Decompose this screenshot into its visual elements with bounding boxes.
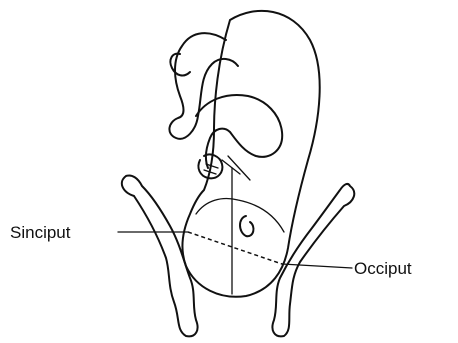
fetal-foot: [170, 54, 190, 76]
fetal-leg: [169, 33, 238, 139]
occiput-label: Occiput: [354, 259, 412, 278]
fetal-arm: [196, 95, 282, 168]
fetal-ear: [240, 216, 253, 236]
occiput-leader-line: [282, 264, 352, 268]
left-pelvic-bone: [122, 175, 198, 336]
sinciput-label: Sinciput: [10, 223, 71, 242]
sinciput-occiput-diameter: [188, 232, 282, 264]
